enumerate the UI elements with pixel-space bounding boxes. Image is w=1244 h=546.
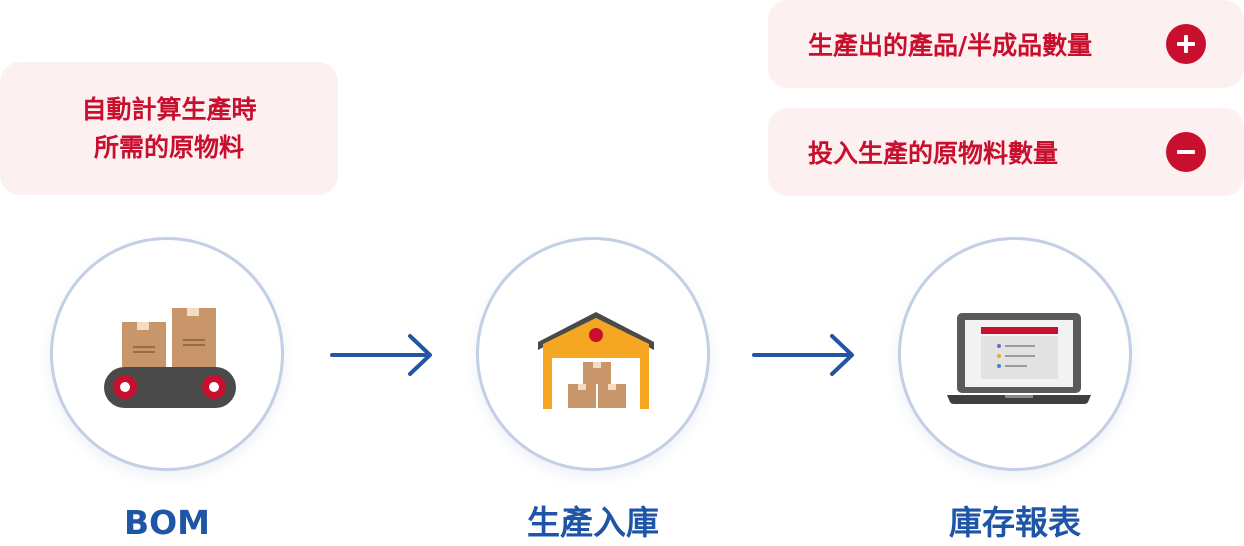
inventory-report-label: 庫存報表 (949, 503, 1081, 542)
bom-note-line2: 所需的原物料 (93, 132, 244, 162)
warehouse-step-circle (476, 237, 710, 471)
inventory-report-step-circle (898, 237, 1132, 471)
input-quantity-text: 投入生產的原物料數量 (808, 139, 1059, 168)
bom-label: BOM (123, 503, 211, 542)
minus-icon (1166, 132, 1206, 172)
output-quantity-note: 生產出的產品/半成品數量 (768, 0, 1244, 88)
warehouse-icon (538, 312, 654, 409)
conveyor-boxes-icon (104, 308, 236, 408)
input-quantity-note: 投入生產的原物料數量 (768, 108, 1244, 196)
bom-note-line1: 自動計算生產時 (81, 94, 257, 124)
laptop-report-icon (947, 313, 1091, 404)
bom-step-circle (50, 237, 284, 471)
arrow-right-icon (330, 334, 432, 376)
production-warehousing-label: 生產入庫 (527, 503, 659, 542)
arrow-right-icon (752, 334, 854, 376)
bom-note: 自動計算生產時 所需的原物料 (0, 62, 338, 195)
plus-icon (1166, 24, 1206, 64)
output-quantity-text: 生產出的產品/半成品數量 (808, 31, 1093, 60)
